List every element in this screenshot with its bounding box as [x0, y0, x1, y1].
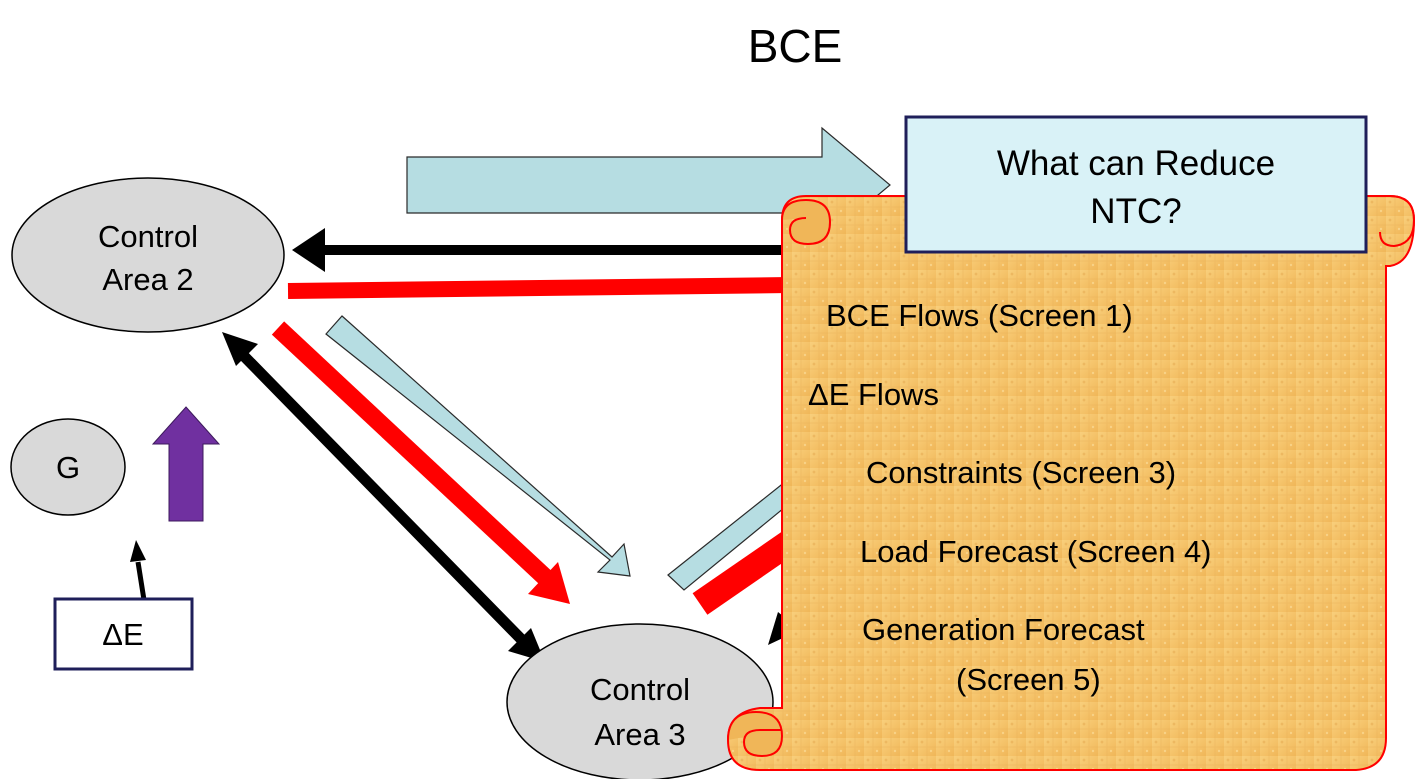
scroll-item-constraints: Constraints (Screen 3) [866, 455, 1176, 490]
control-area-3-label-line2: Area 3 [594, 717, 685, 752]
control-area-2-label-line1: Control [98, 219, 198, 254]
scroll-item-generation-forecast: Generation Forecast [862, 612, 1145, 647]
delta-e-label: ΔE [102, 617, 143, 652]
black-flow-arrow-to-area2 [292, 228, 790, 272]
question-box: What can Reduce NTC? [904, 115, 1368, 254]
scroll-item-delta-e-flows: ΔE Flows [808, 377, 939, 412]
generation-increase-arrow [151, 406, 221, 522]
black-double-arrow-area2-area3 [222, 332, 545, 662]
parchment-scroll-icon [726, 195, 1416, 771]
delta-e-box: ΔE [53, 597, 194, 671]
control-area-2-node: Control Area 2 [11, 177, 285, 333]
control-area-2-label-line2: Area 2 [102, 262, 193, 297]
scroll-item-load-forecast: Load Forecast (Screen 4) [860, 534, 1212, 569]
red-flow-arrow-area2-area3 [271, 321, 570, 604]
generator-node: G [10, 418, 126, 516]
control-area-3-label-line1: Control [590, 672, 690, 707]
question-box-line2: NTC? [1090, 192, 1181, 231]
control-area-3-node: Control Area 3 [506, 623, 774, 779]
question-box-line1: What can Reduce [997, 144, 1275, 183]
bce-flow-arrow-area2-area3 [325, 315, 631, 577]
diagram-title: BCE [748, 20, 843, 72]
delta-e-pointer-arrow [130, 540, 147, 601]
generator-label: G [56, 450, 80, 485]
scroll-item-generation-forecast-screen: (Screen 5) [956, 662, 1101, 697]
scroll-item-bce-flows: BCE Flows (Screen 1) [826, 298, 1133, 333]
red-flow-line-area2 [287, 277, 791, 299]
